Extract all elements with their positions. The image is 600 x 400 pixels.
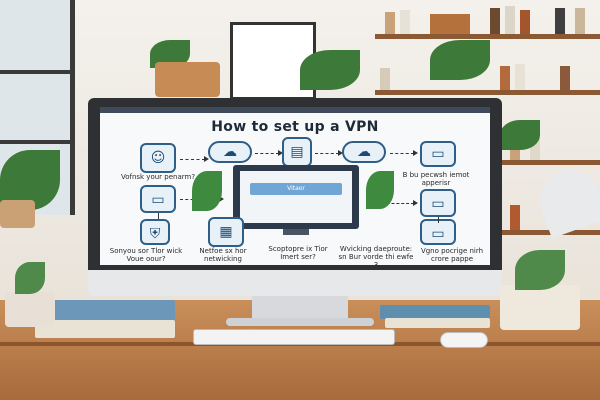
laptop-icon: ▭: [431, 226, 445, 242]
book: [530, 138, 540, 160]
monitor-stand: [252, 296, 348, 322]
shelf-middle: [375, 90, 600, 95]
caption-top-left: Vofnsk your penarm?: [120, 173, 196, 181]
cloud-icon: ☁: [357, 144, 371, 160]
flow-arrow: [438, 217, 439, 223]
illustration-plant: [366, 171, 394, 209]
screen-title-bar: [100, 107, 490, 113]
book: [505, 6, 515, 34]
laptop-icon: ▭: [431, 146, 445, 162]
book: [515, 64, 525, 90]
book: [510, 205, 520, 230]
step-cloud-icon: ☁: [208, 141, 252, 163]
book-stack: [35, 320, 175, 338]
step-monitor-icon: ▭: [140, 185, 176, 213]
book: [500, 66, 510, 90]
step-keypad-icon: ▦: [208, 217, 244, 247]
monitor-icon: ▭: [151, 192, 165, 208]
caption-bottom-1: Sonyou sor Tlor wick Voue oour?: [109, 247, 183, 263]
step-laptop-icon-2: ▭: [420, 189, 456, 217]
flow-arrow: [180, 156, 209, 162]
book: [560, 66, 570, 90]
cactus: [515, 250, 565, 290]
step-laptop-icon: ▭: [420, 141, 456, 167]
monitor-screen: How to set up a VPN ☺ ☁ ▤ ☁ ▭ Vofnsk you…: [100, 107, 490, 265]
monitor-stand-base: [226, 318, 374, 326]
storage-box: [430, 14, 470, 34]
book-stack: [380, 305, 490, 319]
book: [400, 10, 410, 34]
shield-icon: ⛨: [149, 226, 161, 242]
book-stack: [25, 300, 175, 320]
person-monitor-icon: ☺: [150, 150, 166, 166]
cactus-pot: [5, 292, 55, 327]
book: [575, 8, 585, 34]
caption-bottom-2: Netfoe sx hor netwicking: [199, 247, 247, 263]
plant-leaves: [300, 50, 360, 90]
monitor-chin: [88, 270, 502, 296]
caption-bottom-5: Vgno pocrige nirh crore pappe: [420, 247, 484, 263]
cloud-icon: ☁: [223, 144, 237, 160]
page-title: How to set up a VPN: [211, 119, 379, 135]
shelf-top: [375, 34, 600, 39]
flow-arrow: [255, 150, 283, 156]
plant-leaves: [430, 40, 490, 80]
flow-arrow: [372, 200, 418, 206]
book-stack: [385, 318, 490, 328]
flow-arrow: [390, 150, 418, 156]
plant-pot: [0, 200, 35, 228]
book: [380, 68, 390, 90]
flow-arrow: [158, 213, 159, 219]
book: [520, 10, 530, 34]
plant-pot: [155, 62, 220, 97]
book: [490, 8, 500, 34]
illustration-plant: [192, 171, 222, 211]
book: [385, 12, 395, 34]
server-icon: ▤: [290, 144, 304, 160]
keypad-icon: ▦: [219, 224, 233, 240]
step-shield-icon: ⛨: [140, 219, 170, 245]
step-user-icon: ☺: [140, 143, 176, 173]
keyboard[interactable]: [193, 329, 395, 345]
illustration-stand: [283, 229, 309, 235]
cactus: [15, 262, 45, 294]
illustration-screen: [240, 171, 352, 223]
mouse[interactable]: [440, 332, 488, 348]
caption-bottom-3: Scoptopre ix Tior Imert ser?: [268, 245, 328, 261]
laptop-icon: ▭: [431, 196, 445, 212]
step-cloud-icon: ☁: [342, 141, 386, 163]
flow-arrow: [315, 150, 343, 156]
book: [555, 8, 565, 34]
plant-pot: [500, 285, 580, 330]
caption-top-right: B bu pecwsh iemot apperisr: [402, 171, 470, 187]
illustration-window-label: Vitaor: [250, 183, 342, 195]
caption-bottom-4: Wvicking daeproute: sn Bur vorde thi ewf…: [338, 245, 414, 265]
plant-leaves: [500, 120, 540, 150]
step-server-icon: ▤: [282, 137, 312, 167]
